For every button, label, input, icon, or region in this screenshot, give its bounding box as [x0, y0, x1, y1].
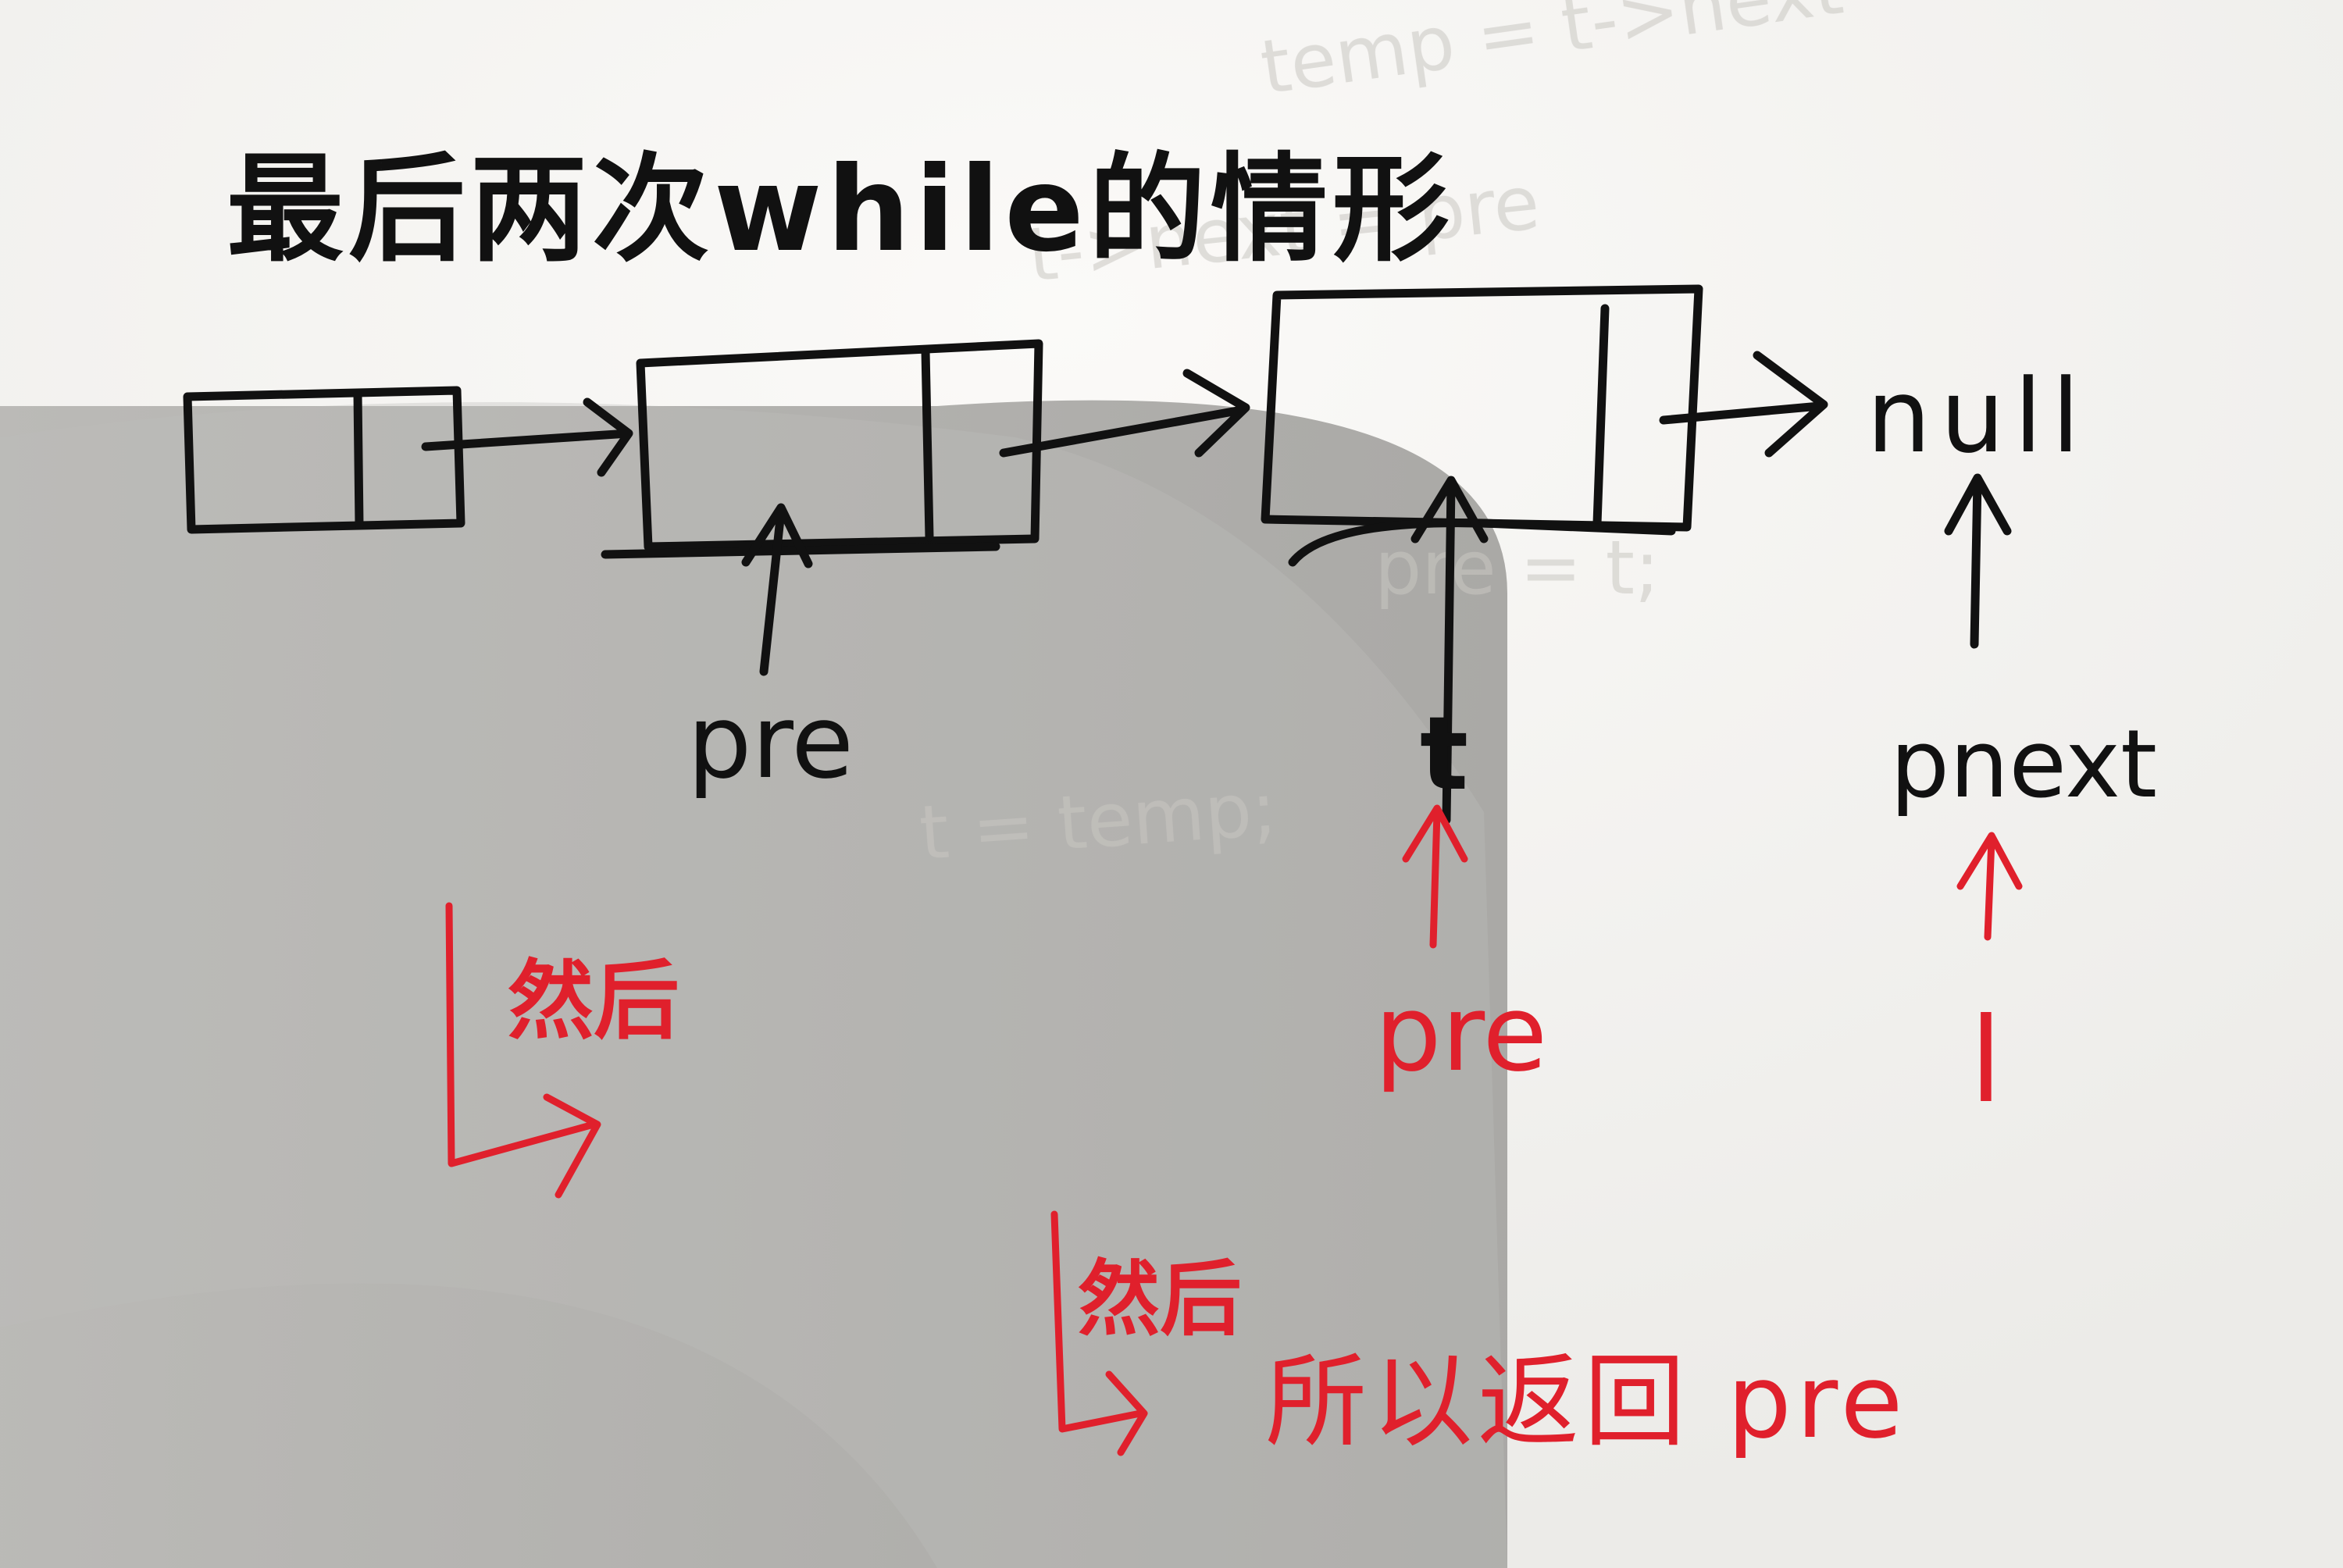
pre-label-red: pre	[1375, 972, 1547, 1095]
null-label: null	[1867, 357, 2089, 476]
t-label-black: t	[1420, 694, 1468, 813]
then-note-2: 然后	[1078, 1252, 1242, 1347]
diagram-title: 最后两次while的情形	[226, 142, 1454, 278]
pnext-label-black: pnext	[1890, 711, 2157, 819]
so-return-note: 所以返回 pre	[1265, 1342, 1907, 1461]
then-note-1: 然后	[508, 951, 679, 1051]
pre-label-black: pre	[687, 682, 854, 801]
l-label-red: l	[1970, 993, 2002, 1129]
